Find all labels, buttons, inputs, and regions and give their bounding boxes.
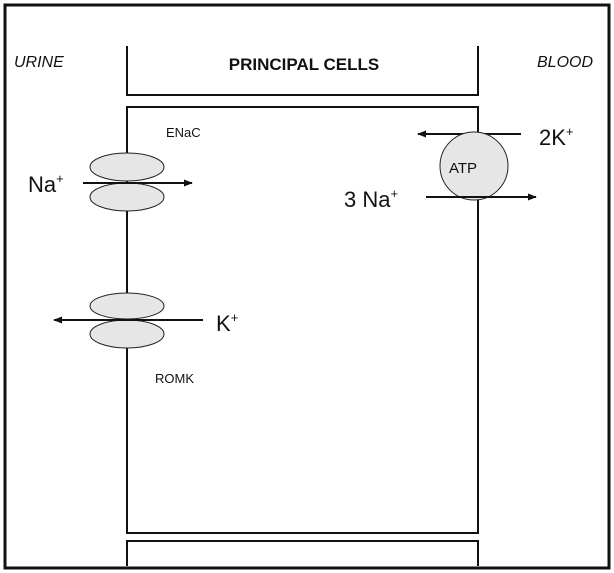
three-na-label: 3 Na+ — [344, 186, 398, 212]
romk-channel — [89, 292, 165, 349]
romk-label: ROMK — [155, 371, 194, 386]
page-title: PRINCIPAL CELLS — [229, 55, 380, 74]
na-label: Na+ — [28, 171, 64, 197]
two-k-label: 2K+ — [539, 124, 574, 150]
atpase-pump — [439, 131, 509, 201]
enac-label: ENaC — [166, 125, 201, 140]
top-bracket — [126, 46, 479, 96]
enac-channel — [89, 152, 165, 212]
blood-label: BLOOD — [537, 54, 593, 71]
bottom-cell — [126, 540, 479, 566]
urine-label: URINE — [14, 54, 64, 71]
k-label: K+ — [216, 310, 238, 336]
outer-border — [3, 3, 611, 570]
atp-label: ATP — [449, 160, 477, 177]
